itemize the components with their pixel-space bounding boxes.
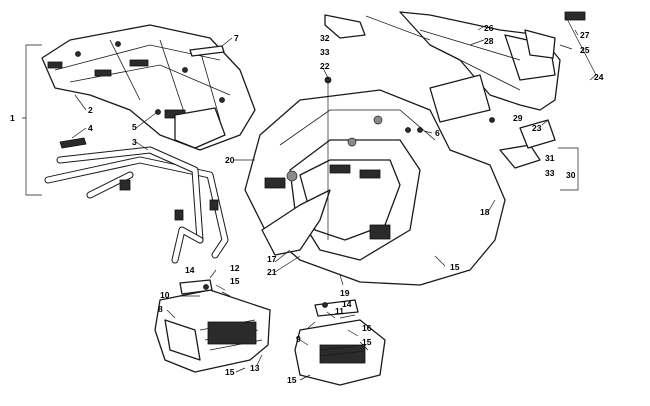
front-bumper: [44, 146, 229, 264]
callout-17: 17: [267, 254, 277, 264]
callout-16: 16: [362, 323, 372, 333]
callout-29: 29: [513, 113, 523, 123]
callout-10: 10: [160, 290, 170, 300]
callout-19: 19: [340, 288, 350, 298]
callout-24: 24: [594, 72, 604, 82]
callout-14b: 14: [342, 299, 352, 309]
callout-3: 3: [132, 137, 137, 147]
grab-handle-top: [324, 14, 366, 39]
callout-14: 14: [185, 265, 195, 275]
rear-rack: [399, 11, 586, 123]
callout-27: 27: [580, 30, 590, 40]
callout-25: 25: [580, 45, 590, 55]
callout-33a: 33: [320, 47, 330, 57]
right-footwell: [294, 299, 386, 386]
callout-9: 9: [296, 334, 301, 344]
callout-13: 13: [250, 363, 260, 373]
rear-body: [244, 89, 506, 286]
callout-4: 4: [88, 123, 93, 133]
handle-plate: [519, 119, 556, 149]
callout-15a: 15: [230, 276, 240, 286]
callout-26: 26: [484, 23, 494, 33]
callout-15b: 15: [450, 262, 460, 272]
callout-5: 5: [132, 122, 137, 132]
callout-32: 32: [320, 33, 330, 43]
callout-18: 18: [480, 207, 490, 217]
callout-21: 21: [267, 267, 277, 277]
callout-7: 7: [234, 33, 239, 43]
callout-15e: 15: [287, 375, 297, 385]
front-rack: [41, 24, 256, 151]
callout-20: 20: [225, 155, 235, 165]
decal-small: [59, 137, 87, 149]
grab-handle-right: [499, 144, 541, 169]
callout-33b: 33: [545, 168, 555, 178]
callout-22: 22: [320, 61, 330, 71]
screw-6: [417, 127, 423, 133]
callout-31: 31: [545, 153, 555, 163]
callout-12: 12: [230, 263, 240, 273]
callout-labels: 1 2 3 4 5 6 7 8 9 10 11 12 13 14 14 15 1…: [10, 23, 604, 385]
callout-30: 30: [566, 170, 576, 180]
left-footwell: [154, 279, 271, 373]
callout-11: 11: [335, 306, 344, 316]
callout-6: 6: [435, 128, 440, 138]
screw-5: [155, 109, 161, 115]
callout-8: 8: [158, 304, 163, 314]
screw-29: [489, 117, 495, 123]
callout-2: 2: [88, 105, 93, 115]
decal-strip: [189, 45, 225, 57]
leader-lines: [22, 14, 597, 381]
callout-1: 1: [10, 113, 15, 123]
callout-15d: 15: [362, 337, 372, 347]
callout-15c: 15: [225, 367, 235, 377]
callout-23: 23: [532, 123, 542, 133]
callout-28: 28: [484, 36, 494, 46]
